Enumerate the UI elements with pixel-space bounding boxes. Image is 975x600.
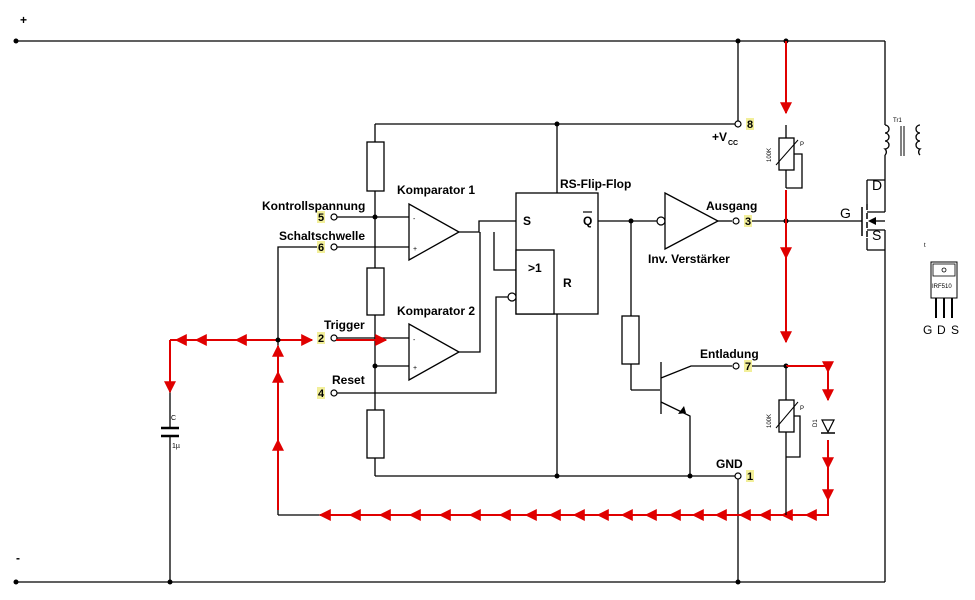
comparator-1-label: Komparator 1 — [397, 183, 475, 197]
capacitor-c: C 1µ — [161, 415, 180, 450]
irf510-package: t IRF510 G D S — [923, 243, 959, 337]
pin-3-number: 3 — [745, 216, 751, 228]
divider-resistor-3 — [366, 409, 385, 459]
svg-text:P: P — [800, 142, 804, 148]
package-pin-d: D — [937, 323, 946, 337]
comparator-1: - + Komparator 1 — [397, 183, 475, 262]
pin-8-label-sub: CC — [728, 140, 738, 147]
comparator-2-label: Komparator 2 — [397, 304, 475, 318]
pot-top: 100K P — [767, 125, 804, 189]
rs-flip-flop: RS-Flip-Flop S Q R >1 — [507, 177, 631, 315]
pin-8-number: 8 — [747, 119, 753, 131]
current-flow-paths — [164, 41, 834, 521]
pin-7-number: 7 — [745, 361, 751, 373]
svg-text:>1: >1 — [528, 261, 542, 275]
pin-3-label: Ausgang — [706, 199, 757, 213]
minus-rail-label: - — [16, 551, 20, 565]
svg-text:S: S — [523, 214, 531, 228]
ic-internal-wiring — [277, 41, 739, 515]
svg-text:-: - — [413, 216, 416, 223]
divider-resistor-2 — [366, 267, 385, 316]
pin-5-label: Kontrollspannung — [262, 199, 365, 213]
pot-bottom: 100K P — [767, 366, 804, 515]
transformer-name: Tr1 — [893, 118, 902, 124]
svg-text:Q: Q — [583, 214, 592, 228]
svg-text:+: + — [413, 365, 417, 372]
package-pin-g: G — [923, 323, 932, 337]
pot-top-value: 100K — [767, 148, 773, 162]
or-gate — [515, 249, 555, 315]
mosfet-source: S — [872, 227, 881, 243]
diode-d1: D1 — [813, 419, 835, 434]
svg-text:+: + — [413, 246, 417, 253]
pin-5-number: 5 — [318, 212, 324, 224]
pot-bottom-value: 100K — [767, 414, 773, 428]
ic-pins: Kontrollspannung 5 Schaltschwelle 6 Trig… — [262, 118, 759, 483]
rs-flip-flop-label: RS-Flip-Flop — [560, 177, 631, 191]
plus-rail-label: + — [20, 13, 27, 27]
capacitor-value: 1µ — [172, 443, 180, 450]
package-name: IRF510 — [932, 284, 952, 290]
capacitor-name: C — [171, 415, 176, 422]
transformer-tr1: Tr1 — [883, 118, 922, 156]
pin-1-number: 1 — [747, 471, 753, 483]
divider-resistor-1 — [366, 141, 385, 192]
diode-name: D1 — [813, 419, 819, 427]
inverter-label: Inv. Verstärker — [648, 252, 730, 266]
mosfet: D G S — [840, 177, 886, 250]
pin-6-number: 6 — [318, 242, 324, 254]
svg-text:-: - — [413, 337, 416, 344]
svg-text:t: t — [924, 243, 926, 249]
pin-8-label: +V — [712, 130, 727, 144]
supply-rails: + - — [13, 13, 885, 585]
svg-text:R: R — [563, 276, 572, 290]
comparator-2: - + Komparator 2 — [397, 304, 475, 382]
pin-4-label: Reset — [332, 373, 365, 387]
inverter-amplifier: Inv. Verstärker — [648, 191, 730, 266]
mosfet-drain: D — [872, 177, 882, 193]
pin-2-number: 2 — [318, 333, 324, 345]
pin-1-label: GND — [716, 457, 743, 471]
base-resistor — [621, 315, 640, 365]
pin-7-label: Entladung — [700, 347, 759, 361]
pin-2-label: Trigger — [324, 318, 365, 332]
pin-6-label: Schaltschwelle — [279, 229, 365, 243]
svg-text:P: P — [800, 406, 804, 412]
package-pin-s: S — [951, 323, 959, 337]
pin-4-number: 4 — [318, 388, 325, 400]
mosfet-gate: G — [840, 205, 851, 221]
